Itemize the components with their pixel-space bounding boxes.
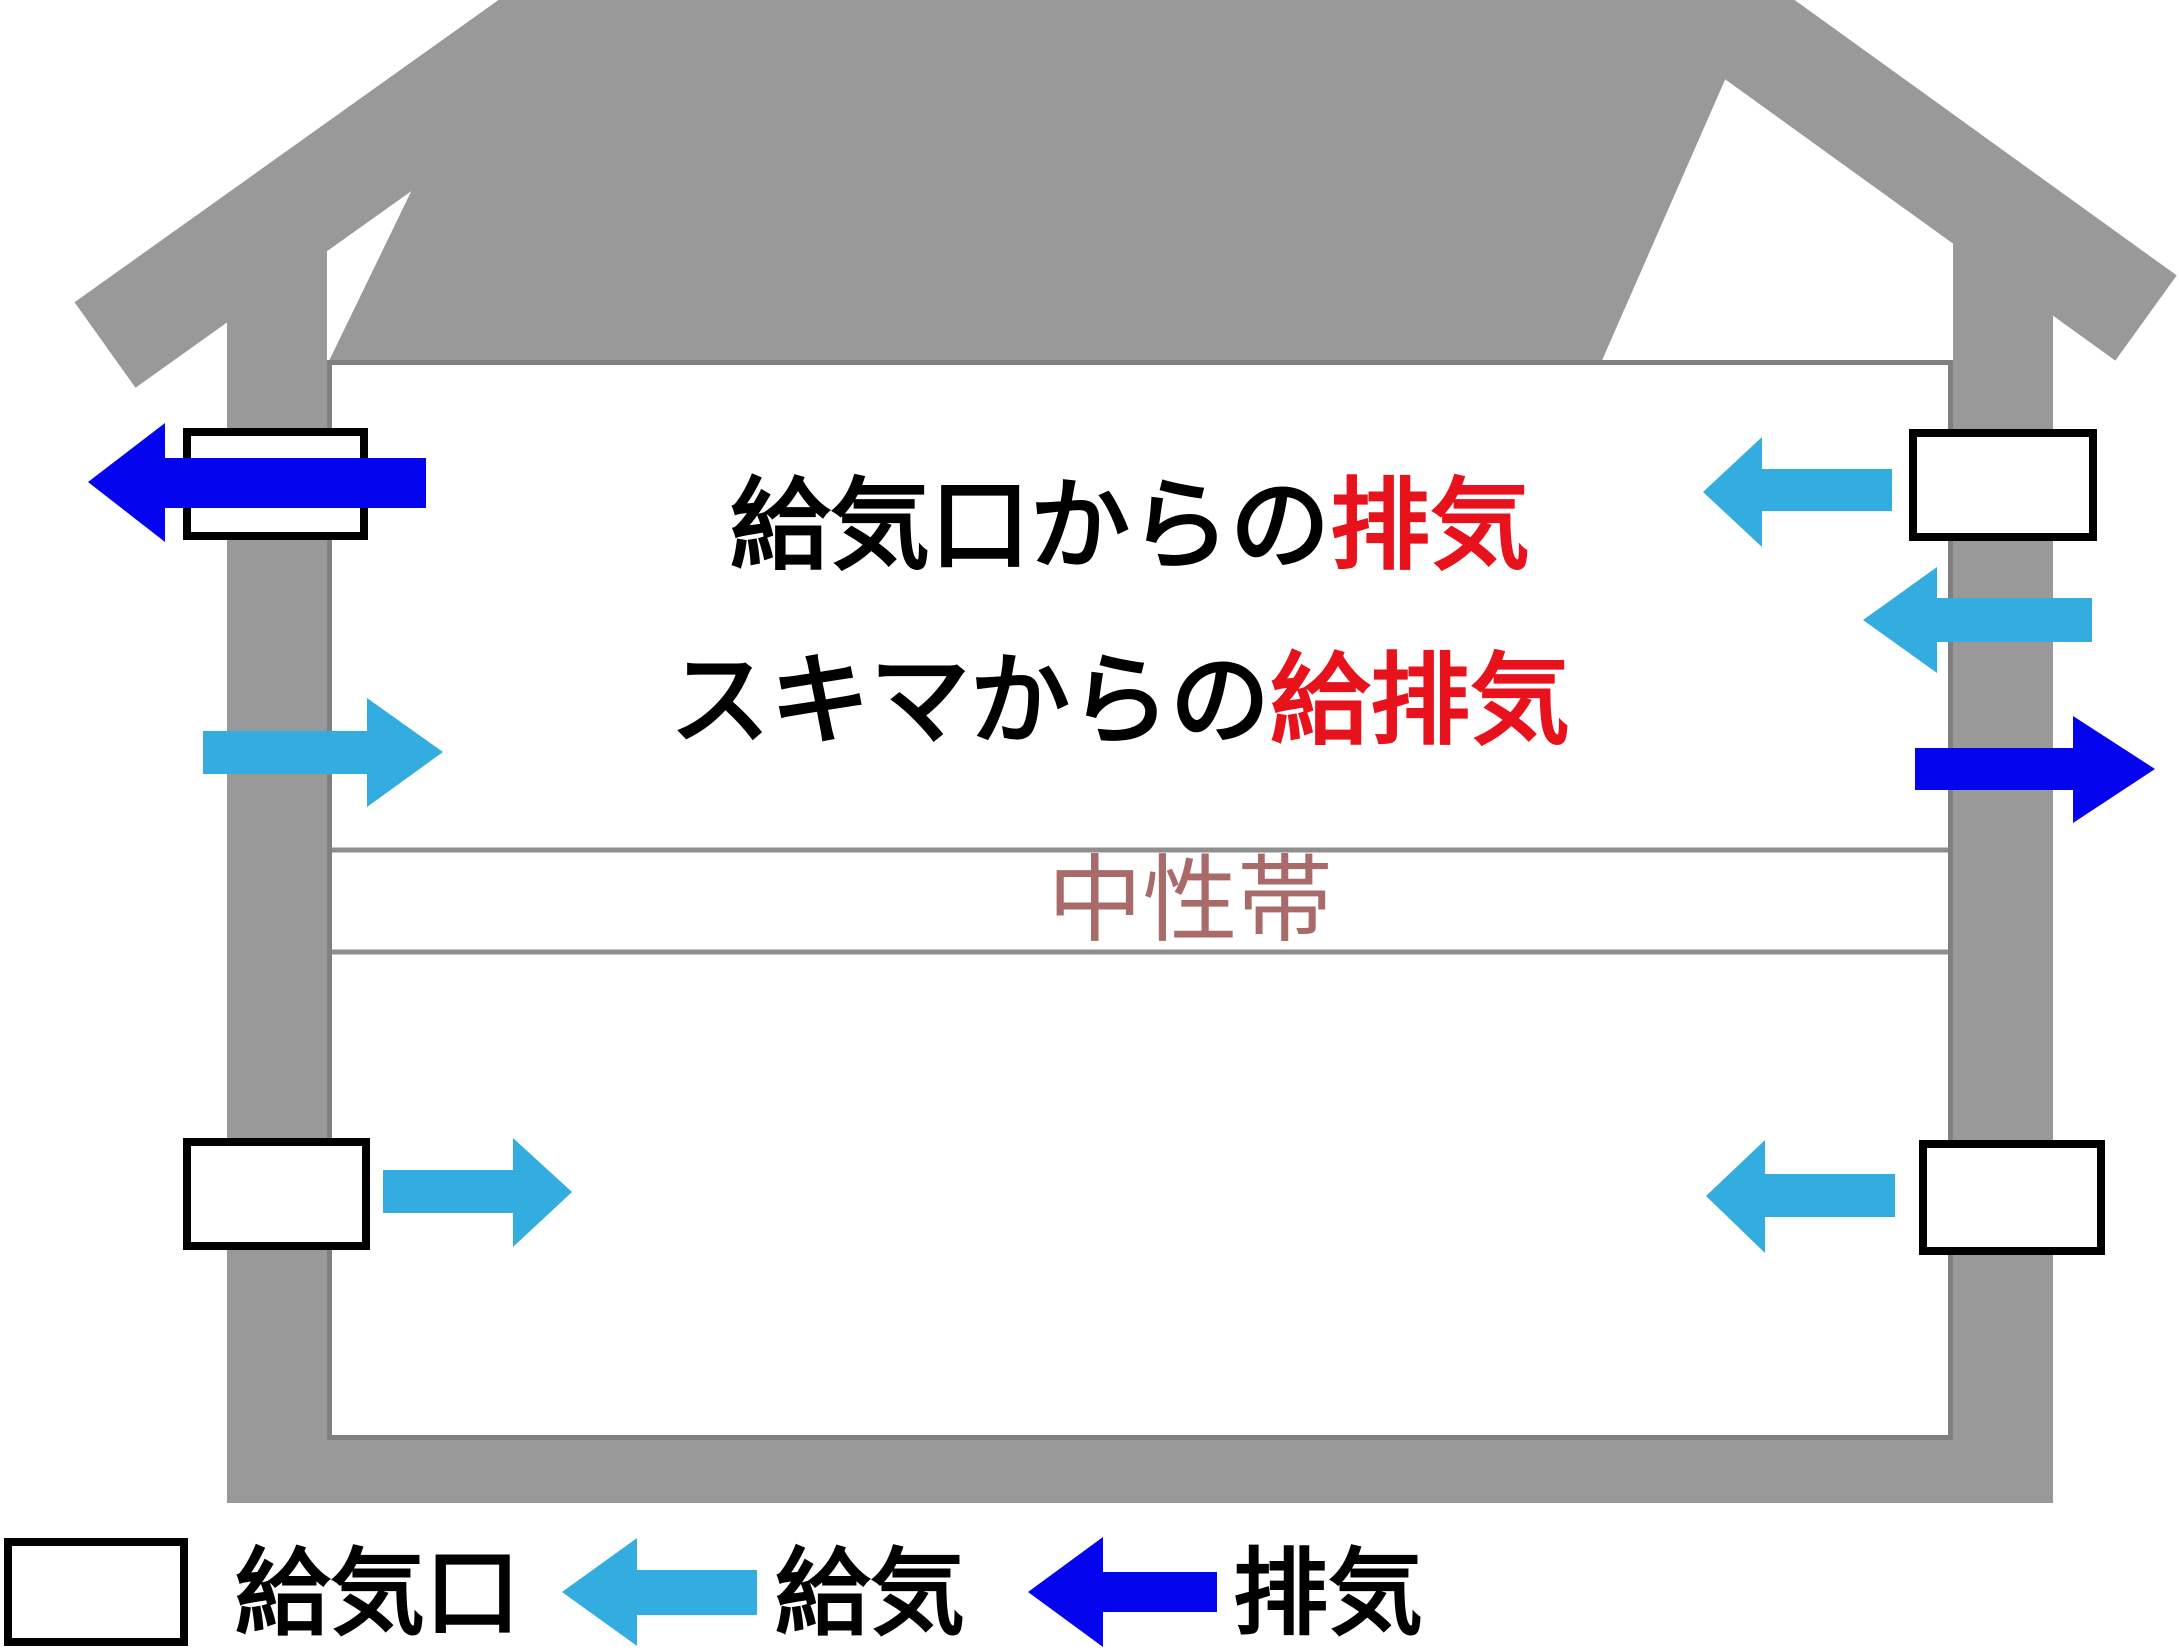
vent-bottom-right: [1919, 1140, 2105, 1255]
neutral-zone-label: 中性帯: [1047, 848, 1332, 954]
room-interior: [327, 360, 1953, 1440]
legend-exhaust-label: 排気: [1233, 1541, 1423, 1647]
floor-slab: [227, 1440, 2053, 1503]
vent-bottom-left: [183, 1138, 370, 1250]
roof-right-slope: [1615, 0, 2177, 361]
supply-arrow-left-gap-icon: [203, 698, 443, 807]
left-wall: [227, 230, 327, 1503]
vent-top-right: [1909, 429, 2097, 541]
exhaust-arrow-right-gap-icon: [1915, 716, 2155, 823]
right-wall: [1953, 230, 2053, 1503]
caption-line2-red: 給排気: [1270, 645, 1570, 757]
caption-line1-red: 排気: [1330, 470, 1530, 582]
legend-vent-label: 給気口: [235, 1541, 520, 1647]
legend-vent-box: [4, 1538, 188, 1646]
supply-arrow-bottom-right-icon: [1706, 1140, 1895, 1253]
legend-supply-arrow-icon: [562, 1538, 757, 1646]
gable-fill: [327, 0, 1760, 365]
roof-left-slope: [74, 0, 680, 388]
supply-arrow-top-right-vent-icon: [1703, 437, 1892, 547]
legend-supply-label: 給気: [775, 1541, 965, 1647]
caption-line1-black: 給気口からの: [730, 470, 1330, 582]
supply-arrow-bottom-left-icon: [383, 1138, 572, 1247]
caption-line2-black: スキマからの: [670, 645, 1270, 757]
exhaust-arrow-top-left-icon: [88, 423, 426, 542]
supply-arrow-right-gap-icon: [1863, 567, 2092, 673]
legend-exhaust-arrow-icon: [1028, 1537, 1217, 1647]
